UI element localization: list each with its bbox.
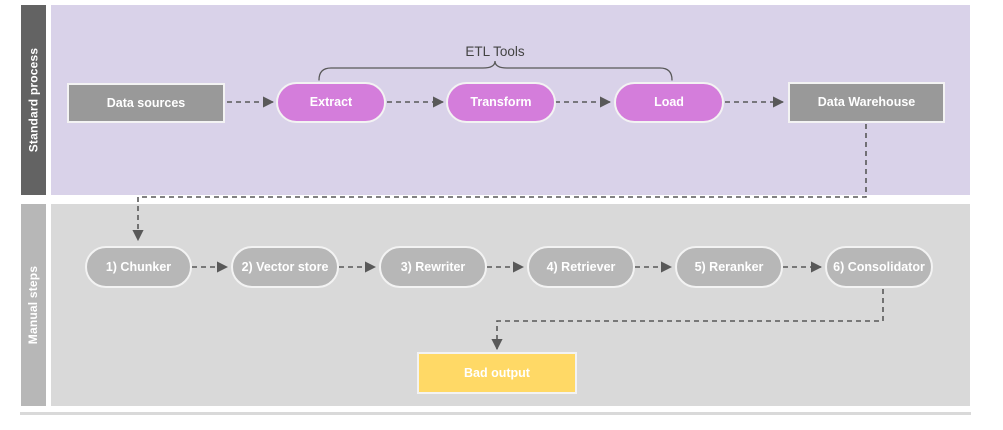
node-vector-store[interactable]: 2) Vector store [231, 246, 339, 288]
node-extract[interactable]: Extract [276, 82, 386, 123]
node-data-sources[interactable]: Data sources [67, 83, 225, 123]
node-chunker[interactable]: 1) Chunker [85, 246, 192, 288]
node-load[interactable]: Load [614, 82, 724, 123]
node-transform[interactable]: Transform [446, 82, 556, 123]
lane-label-manual-steps-text: Manual steps [26, 265, 41, 345]
node-retriever[interactable]: 4) Retriever [527, 246, 635, 288]
node-reranker[interactable]: 5) Reranker [675, 246, 783, 288]
node-consolidator[interactable]: 6) Consolidator [825, 246, 933, 288]
lane-label-manual-steps: Manual steps [20, 203, 47, 407]
etl-tools-label: ETL Tools [465, 44, 525, 59]
lane-label-standard-process-text: Standard process [26, 47, 41, 153]
lane-label-standard-process: Standard process [20, 4, 47, 196]
node-bad-output[interactable]: Bad output [417, 352, 577, 394]
node-data-warehouse[interactable]: Data Warehouse [788, 82, 945, 123]
bottom-divider [20, 412, 971, 415]
node-rewriter[interactable]: 3) Rewriter [379, 246, 487, 288]
